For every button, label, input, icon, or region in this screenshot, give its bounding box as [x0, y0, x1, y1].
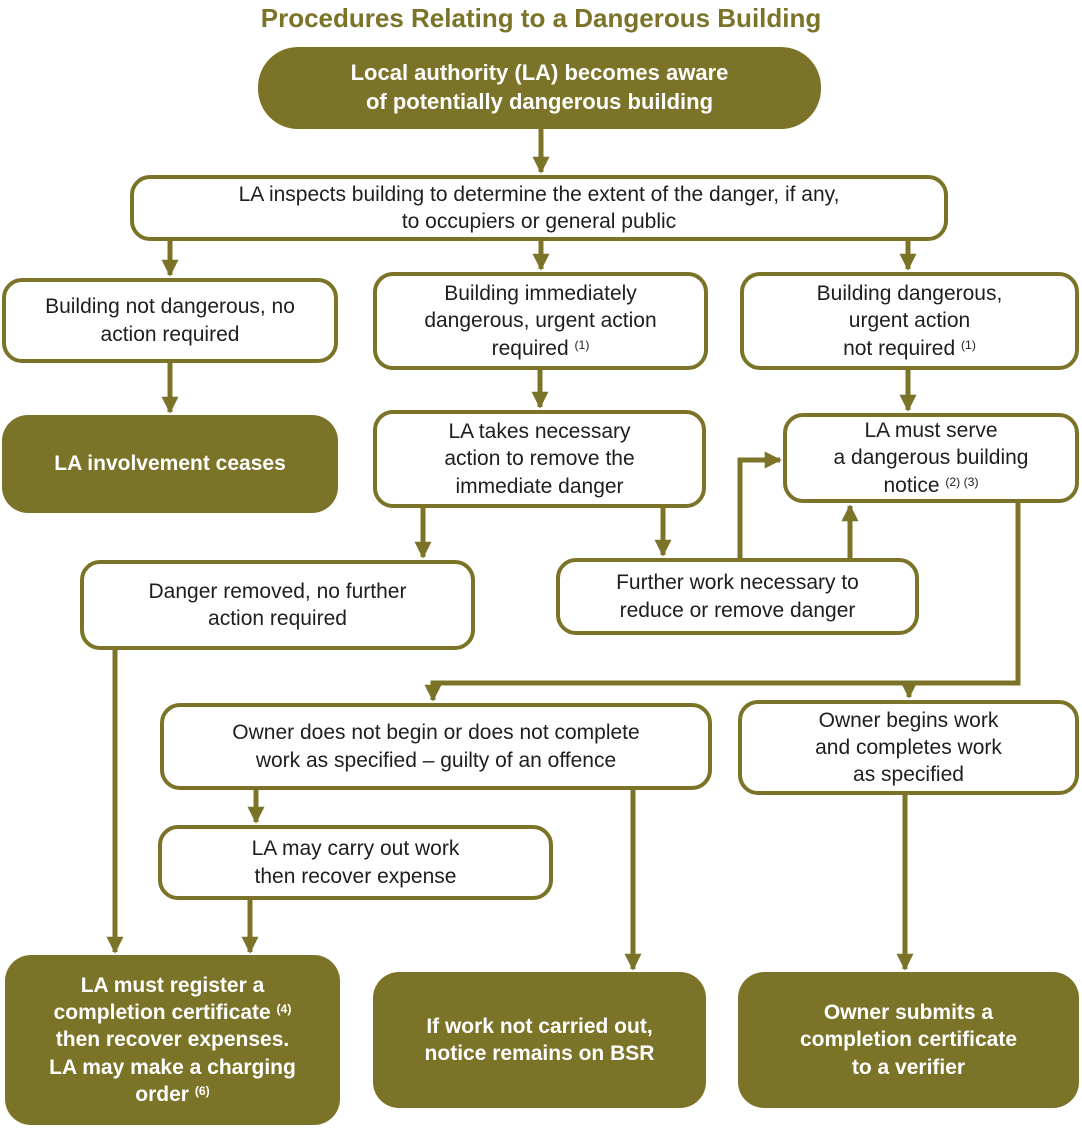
node-further-work-label: Further work necessary to reduce or remo…	[616, 571, 859, 622]
footnote-1-marker: (1)	[961, 337, 976, 352]
node-work-not-carried-out: If work not carried out, notice remains …	[373, 972, 706, 1108]
node-dangerous-not-urgent: Building dangerous, urgent action not re…	[740, 272, 1079, 370]
footnote-6-marker: (6)	[194, 1083, 210, 1098]
node-la-becomes-aware-label: Local authority (LA) becomes aware of po…	[350, 60, 729, 114]
node-la-inspects: LA inspects building to determine the ex…	[130, 175, 948, 241]
node-takes-action: LA takes necessary action to remove the …	[373, 410, 706, 508]
node-la-carry-out: LA may carry out work then recover expen…	[158, 825, 553, 900]
node-work-not-carried-out-label: If work not carried out, notice remains …	[424, 1014, 655, 1065]
node-owner-fails-label: Owner does not begin or does not complet…	[232, 721, 640, 772]
node-owner-completes: Owner begins work and completes work as …	[738, 700, 1079, 795]
node-serve-notice-label: LA must serve a dangerous building notic…	[833, 419, 1029, 497]
node-la-becomes-aware: Local authority (LA) becomes aware of po…	[258, 47, 821, 129]
node-takes-action-label: LA takes necessary action to remove the …	[444, 420, 635, 498]
node-not-dangerous-label: Building not dangerous, no action requir…	[45, 295, 295, 346]
node-register-certificate-label-2: then recover expenses. LA may make a cha…	[49, 1028, 296, 1106]
connector-further-work-to-serve-notice-side	[737, 451, 782, 558]
node-danger-removed: Danger removed, no further action requir…	[80, 560, 475, 650]
footnote-2-3-marker: (2) (3)	[945, 474, 979, 489]
node-owner-submits-label: Owner submits a completion certificate t…	[799, 1001, 1018, 1079]
node-la-inspects-label: LA inspects building to determine the ex…	[238, 182, 840, 233]
node-immediately-dangerous-label: Building immediately dangerous, urgent a…	[424, 282, 657, 360]
page-title: Procedures Relating to a Dangerous Build…	[260, 3, 822, 33]
node-register-certificate-label-1: LA must register a completion certificat…	[53, 973, 271, 1025]
node-involvement-ceases-label: LA involvement ceases	[54, 452, 286, 476]
footnote-1-marker: (1)	[574, 337, 590, 352]
node-further-work: Further work necessary to reduce or remo…	[556, 558, 919, 635]
node-involvement-ceases: LA involvement ceases	[2, 415, 338, 513]
node-immediately-dangerous: Building immediately dangerous, urgent a…	[373, 272, 708, 370]
node-la-carry-out-label: LA may carry out work then recover expen…	[251, 837, 460, 888]
footnote-4-marker: (4)	[276, 1001, 292, 1016]
node-register-certificate: LA must register a completion certificat…	[5, 955, 340, 1125]
node-dangerous-not-urgent-label: Building dangerous, urgent action not re…	[816, 282, 1003, 360]
node-danger-removed-label: Danger removed, no further action requir…	[148, 579, 407, 630]
node-not-dangerous: Building not dangerous, no action requir…	[2, 278, 338, 363]
node-owner-submits: Owner submits a completion certificate t…	[738, 972, 1079, 1108]
node-owner-fails: Owner does not begin or does not complet…	[160, 703, 712, 790]
node-serve-notice: LA must serve a dangerous building notic…	[783, 413, 1079, 503]
node-owner-completes-label: Owner begins work and completes work as …	[815, 708, 1002, 787]
